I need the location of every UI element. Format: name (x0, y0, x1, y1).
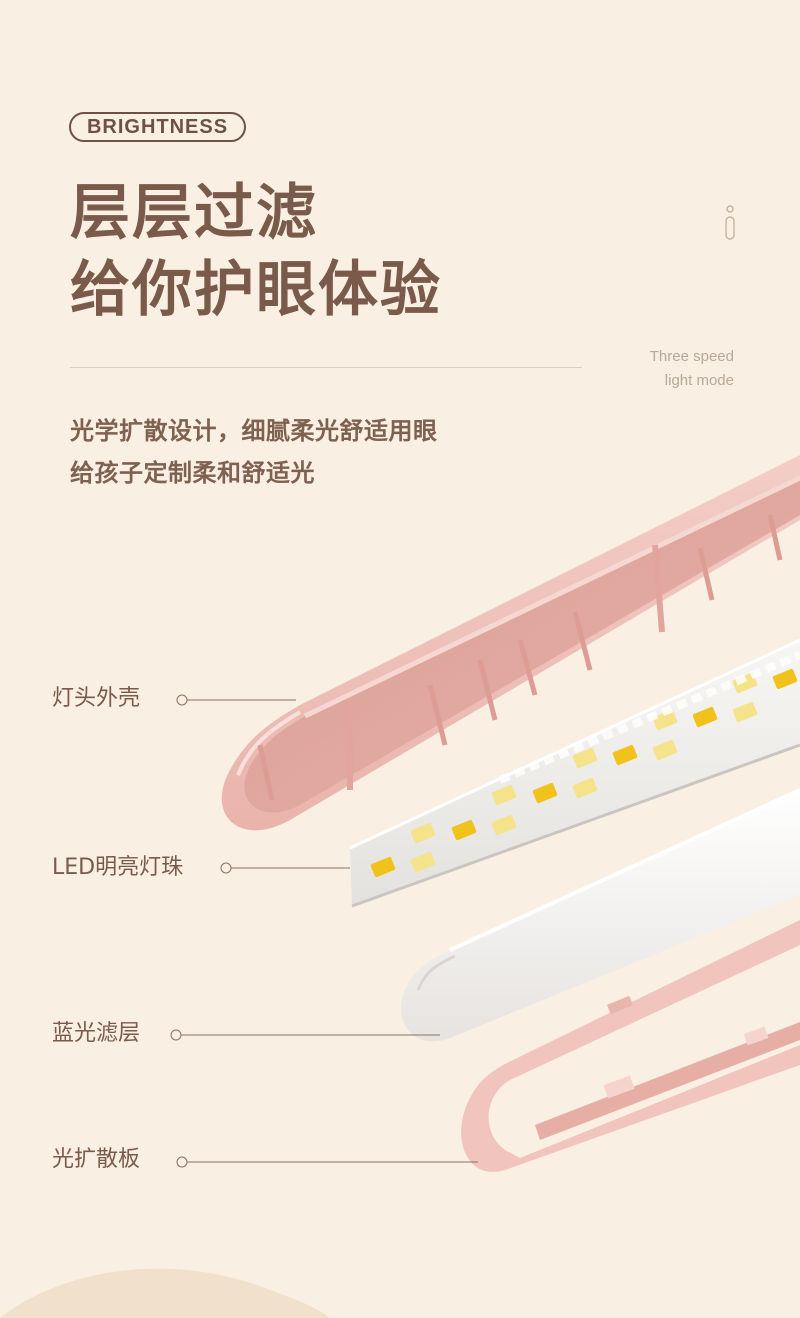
subtitle-line-2: 给孩子定制柔和舒适光 (70, 459, 315, 487)
callout-lines (170, 694, 478, 1168)
brightness-badge: BRIGHTNESS (69, 112, 246, 142)
diffuser-part (461, 920, 800, 1172)
callout-dot-icon (220, 862, 232, 874)
lamp-shell-part (221, 455, 800, 831)
speed-mode-caption: Three speed light mode (650, 345, 734, 393)
callout-dot-icon (176, 1156, 188, 1168)
blue-filter-part (401, 788, 800, 1042)
subtitle-line-1: 光学扩散设计，细腻柔光舒适用眼 (70, 417, 438, 445)
divider-line (70, 367, 582, 368)
label-diffuser: 光扩散板 (52, 1147, 141, 1172)
speed-mode-line-1: Three speed (649, 348, 734, 365)
led-board-part (349, 638, 800, 908)
callout-dot-icon (170, 1029, 182, 1041)
decor-blob (0, 1268, 330, 1318)
speed-mode-line-2: light mode (664, 372, 734, 389)
label-blue-filter: 蓝光滤层 (52, 1021, 141, 1046)
headline-line-2: 给你护眼体验 (70, 255, 442, 325)
speed-indicator-icon (725, 205, 735, 240)
headline-line-1: 层层过滤 (70, 178, 318, 248)
label-led-beads: LED明亮灯珠 (52, 855, 184, 880)
label-lamp-shell: 灯头外壳 (52, 686, 141, 711)
callout-dot-icon (176, 694, 188, 706)
